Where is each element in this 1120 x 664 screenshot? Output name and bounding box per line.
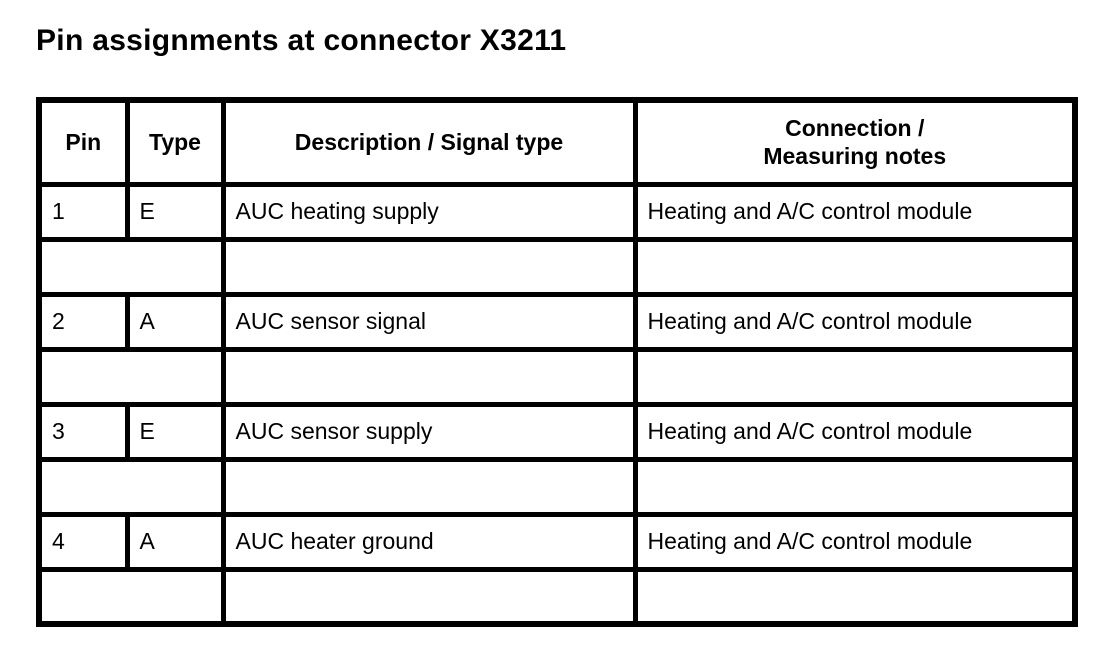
connection-cell: Heating and A/C control module [632, 291, 1078, 352]
note-description-cell [220, 346, 638, 407]
table-header: Pin Type Description / Signal type Conne… [36, 97, 1078, 187]
table-row-pin-2: 2 A AUC sensor signal Heating and A/C co… [36, 291, 1078, 352]
header-type: Type [124, 97, 226, 187]
note-row-pin-4 [36, 566, 1078, 627]
header-description: Description / Signal type [220, 97, 638, 187]
header-pin: Pin [36, 97, 130, 187]
note-connection-cell [632, 236, 1078, 297]
type-cell: E [124, 401, 226, 462]
table-body: 1 E AUC heating supply Heating and A/C c… [36, 181, 1078, 627]
note-description-cell [220, 236, 638, 297]
note-row-pin-2 [36, 346, 1078, 407]
note-description-cell [220, 566, 638, 627]
header-row: Pin Type Description / Signal type Conne… [36, 97, 1078, 187]
connection-cell: Heating and A/C control module [632, 401, 1078, 462]
pin-assignment-table: Pin Type Description / Signal type Conne… [36, 97, 1078, 627]
pin-cell: 2 [36, 291, 130, 352]
table-row-pin-4: 4 A AUC heater ground Heating and A/C co… [36, 511, 1078, 572]
type-cell: A [124, 291, 226, 352]
note-pin-type-cell [36, 456, 226, 517]
type-cell: E [124, 181, 226, 242]
pin-cell: 3 [36, 401, 130, 462]
pin-cell: 4 [36, 511, 130, 572]
page-title: Pin assignments at connector X3211 [36, 24, 567, 57]
description-cell: AUC heater ground [220, 511, 638, 572]
description-cell: AUC sensor signal [220, 291, 638, 352]
note-row-pin-1 [36, 236, 1078, 297]
connection-cell: Heating and A/C control module [632, 511, 1078, 572]
description-cell: AUC heating supply [220, 181, 638, 242]
table-row-pin-1: 1 E AUC heating supply Heating and A/C c… [36, 181, 1078, 242]
type-cell: A [124, 511, 226, 572]
connection-cell: Heating and A/C control module [632, 181, 1078, 242]
note-pin-type-cell [36, 236, 226, 297]
note-row-pin-3 [36, 456, 1078, 517]
pin-cell: 1 [36, 181, 130, 242]
note-pin-type-cell [36, 566, 226, 627]
table-row-pin-3: 3 E AUC sensor supply Heating and A/C co… [36, 401, 1078, 462]
description-cell: AUC sensor supply [220, 401, 638, 462]
note-connection-cell [632, 346, 1078, 407]
header-connection: Connection / Measuring notes [632, 97, 1078, 187]
note-connection-cell [632, 456, 1078, 517]
note-description-cell [220, 456, 638, 517]
note-connection-cell [632, 566, 1078, 627]
note-pin-type-cell [36, 346, 226, 407]
